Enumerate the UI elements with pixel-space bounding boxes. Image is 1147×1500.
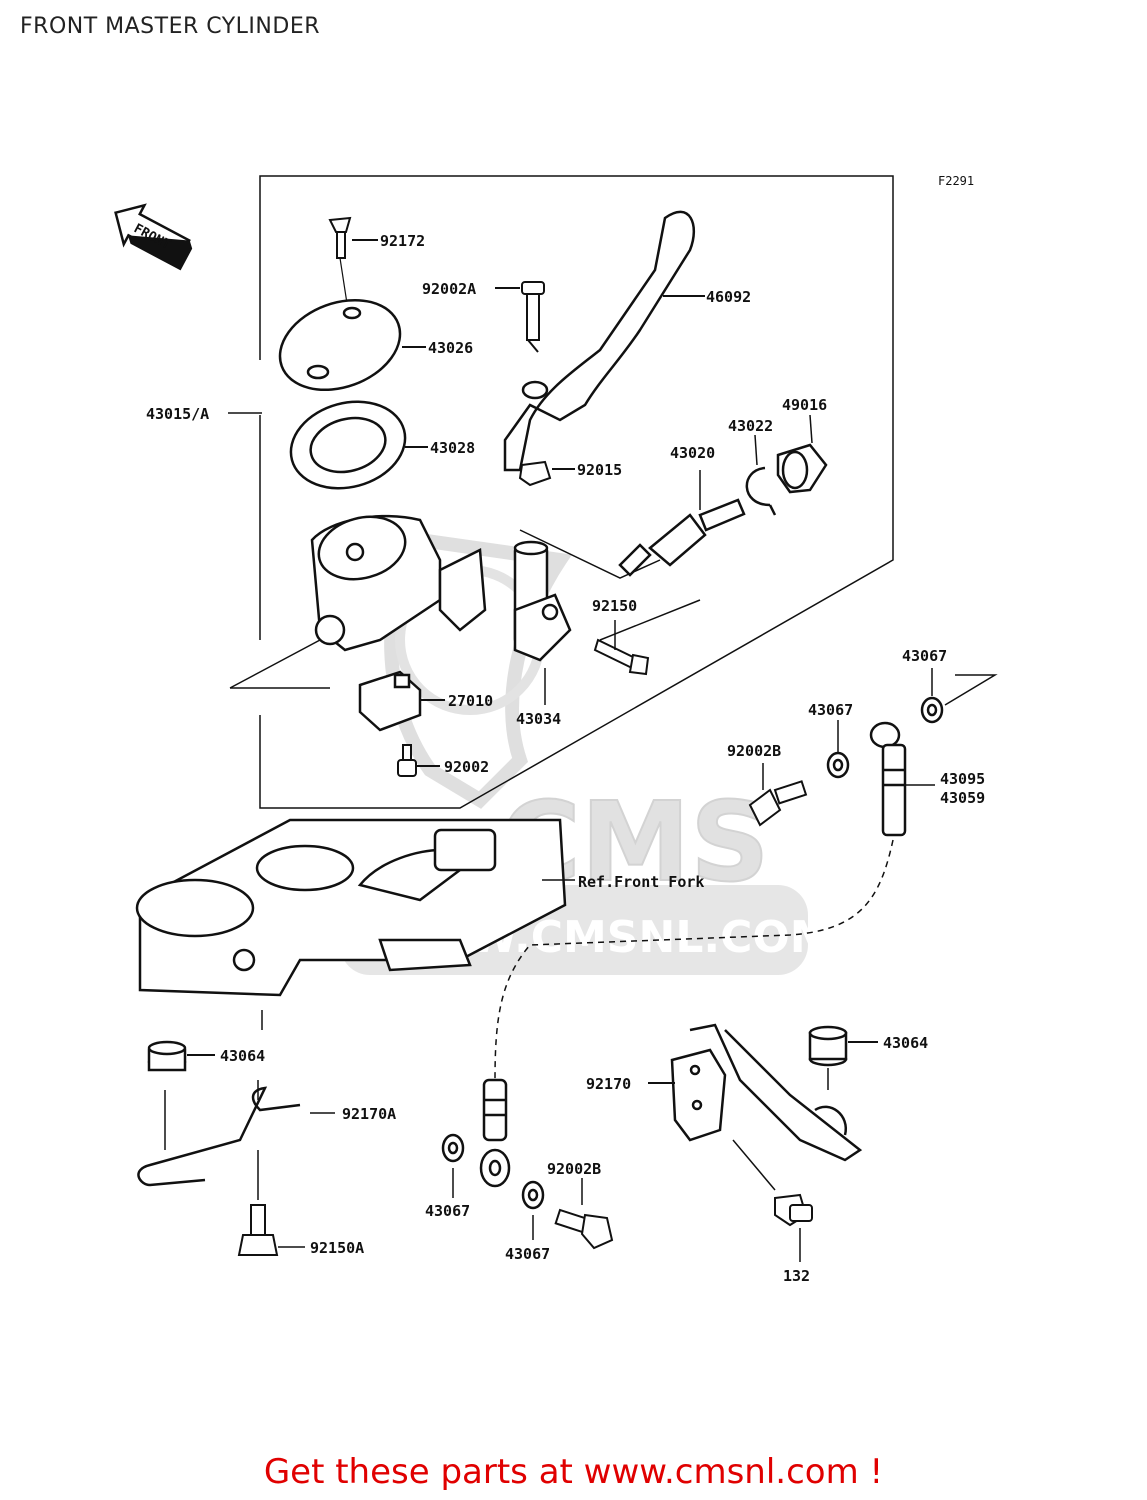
- part-label-43095: 43095: [940, 770, 985, 788]
- washer-43067-low2: [521, 1180, 545, 1240]
- figure-code: F2291: [938, 174, 974, 188]
- banjo-bolt-92002B-top: [748, 763, 808, 827]
- part-label-43015A: 43015/A: [146, 405, 209, 423]
- part-label-46092: 46092: [706, 288, 751, 306]
- promo-link[interactable]: Get these parts at www.cmsnl.com !: [263, 1452, 884, 1492]
- part-label-49016: 49016: [782, 396, 827, 414]
- part-label-92172: 92172: [380, 232, 425, 250]
- nut-92015: [518, 460, 575, 487]
- ref-front-fork-label: Ref.Front Fork: [578, 873, 704, 891]
- circlip-43022: [745, 434, 777, 516]
- clamp-43034: [513, 540, 572, 705]
- part-label-43064-right: 43064: [883, 1034, 928, 1052]
- front-direction-arrow: FRONT: [114, 203, 193, 271]
- part-label-92002A: 92002A: [422, 280, 476, 298]
- part-label-92002B-top: 92002B: [727, 742, 781, 760]
- master-cylinder-body: [310, 514, 487, 652]
- part-label-43020: 43020: [670, 444, 715, 462]
- washer-43067-top: [920, 668, 998, 724]
- part-label-43067-low1: 43067: [425, 1202, 470, 1220]
- part-label-43059: 43059: [940, 789, 985, 807]
- hose-end-lower: [479, 1078, 511, 1188]
- part-label-92002B-low: 92002B: [547, 1160, 601, 1178]
- part-label-43067-mid: 43067: [808, 701, 853, 719]
- page-title: FRONT MASTER CYLINDER: [20, 14, 321, 39]
- bolt-92150A: [237, 1150, 305, 1256]
- part-label-92015: 92015: [577, 461, 622, 479]
- part-label-92150: 92150: [592, 597, 637, 615]
- hose-clip-92170A: [137, 1080, 335, 1187]
- grommet-43064-left: [147, 1010, 263, 1150]
- switch-27010: [358, 670, 445, 732]
- pivot-bolt-92002A: [495, 281, 545, 353]
- part-label-92170: 92170: [586, 1075, 631, 1093]
- screw-92172: [328, 216, 378, 311]
- part-label-92170A: 92170A: [342, 1105, 396, 1123]
- part-label-43067-top: 43067: [902, 647, 947, 665]
- boot-49016: [776, 414, 828, 494]
- part-label-43064-left: 43064: [220, 1047, 265, 1065]
- washer-43067-mid: [826, 720, 850, 779]
- bolt-132: [774, 1193, 813, 1262]
- part-label-43022: 43022: [728, 417, 773, 435]
- grommet-43064-right: [808, 1025, 878, 1136]
- part-label-92002: 92002: [444, 758, 489, 776]
- piston-43020: [618, 470, 746, 577]
- part-label-92150A: 92150A: [310, 1239, 364, 1257]
- washer-43067-low1: [441, 1133, 465, 1198]
- part-label-132: 132: [783, 1267, 810, 1285]
- banjo-bolt-92002B-low: [554, 1178, 614, 1250]
- part-label-43028: 43028: [430, 439, 475, 457]
- hose-fitting-43095: [869, 721, 935, 837]
- reservoir-cap-43026: [278, 298, 426, 392]
- fork-bracket: [135, 818, 575, 997]
- part-label-43026: 43026: [428, 339, 473, 357]
- bolt-92150: [593, 620, 650, 676]
- bracket-92170: [648, 1023, 863, 1191]
- parts-diagram: CMS WWW.CMSNL.COM F2291 FRONT: [114, 174, 998, 1285]
- diaphragm-43028: [289, 400, 428, 490]
- lever-46092: [503, 210, 705, 472]
- part-label-43034: 43034: [516, 710, 561, 728]
- part-label-43067-low2: 43067: [505, 1245, 550, 1263]
- screw-92002: [397, 744, 440, 777]
- watermark-brand: CMS: [500, 778, 769, 906]
- part-label-27010: 27010: [448, 692, 493, 710]
- assembly-outline: [229, 175, 894, 809]
